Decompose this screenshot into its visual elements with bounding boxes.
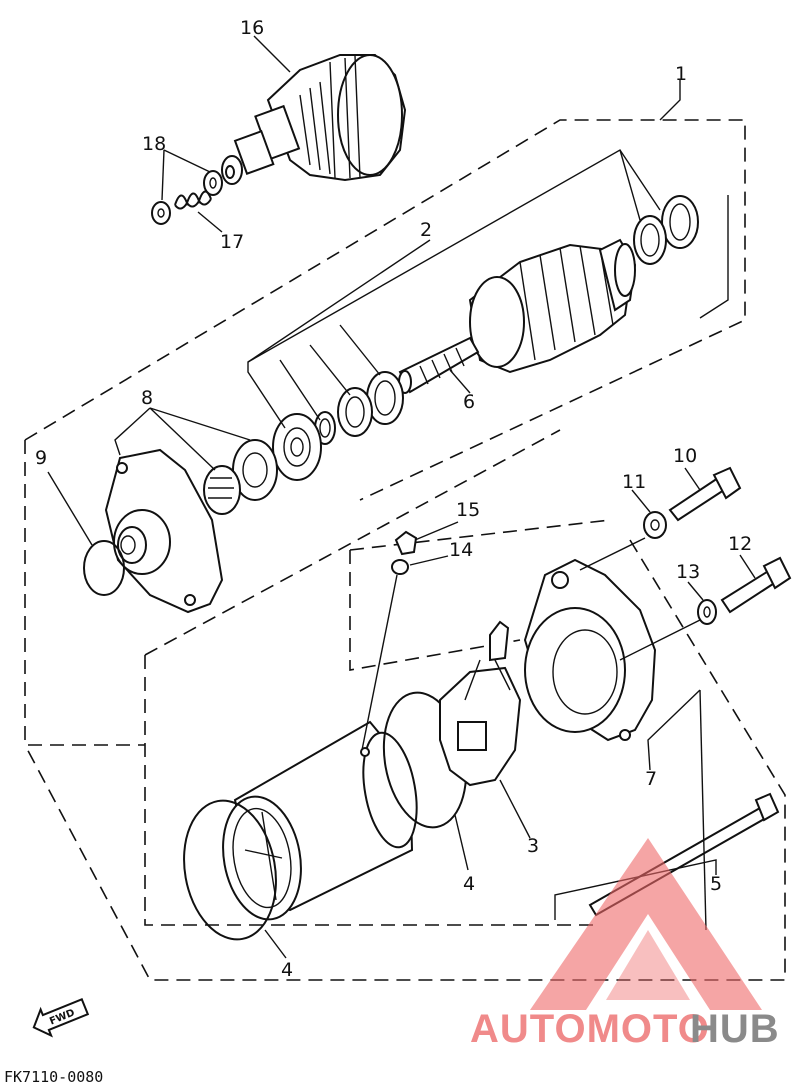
callout-labels: 1 2 3 4 4 5 6 7 8 9 10 11 12 13 14 15 16…	[35, 17, 752, 981]
callout-8: 8	[141, 387, 153, 409]
armature-washers-drawing	[314, 195, 699, 445]
callout-17: 17	[220, 231, 244, 253]
callout-7: 7	[645, 768, 657, 790]
callout-3: 3	[527, 835, 539, 857]
armature-drawing	[398, 238, 637, 394]
leader-lines	[47, 35, 756, 959]
watermark-logo	[530, 838, 762, 1010]
rear-cover-drawing	[523, 558, 657, 742]
starter-clutch-gear-drawing	[221, 54, 407, 185]
watermark-text-part2: HUB	[690, 1007, 780, 1051]
callout-4b: 4	[281, 959, 293, 981]
callout-10: 10	[673, 445, 697, 467]
front-cover-drawing	[104, 448, 224, 614]
callout-15: 15	[456, 499, 480, 521]
fwd-arrow-icon: FWD	[32, 998, 90, 1038]
watermark-text-part1: AUTOMOTO	[470, 1007, 710, 1051]
brush-holder-drawing	[439, 620, 522, 787]
callout-5: 5	[710, 873, 722, 895]
o-ring-drawing	[83, 540, 125, 596]
callout-13: 13	[676, 561, 700, 583]
o-ring-4-lower-drawing	[183, 799, 277, 941]
callout-2: 2	[420, 219, 432, 241]
callout-11: 11	[622, 471, 646, 493]
diagram-code: FK7110-0080	[4, 1068, 103, 1086]
callout-16: 16	[240, 17, 264, 39]
callout-14: 14	[449, 539, 473, 561]
callout-4a: 4	[463, 873, 475, 895]
watermark-triangle-icon	[530, 838, 762, 1010]
callout-1: 1	[675, 63, 687, 85]
washer-spring-drawing	[151, 170, 223, 225]
callout-6: 6	[463, 391, 475, 413]
bearing-drawing	[203, 413, 322, 515]
small-washers-drawing	[391, 511, 717, 625]
callout-9: 9	[35, 447, 47, 469]
callout-18: 18	[142, 133, 166, 155]
callout-12: 12	[728, 533, 752, 555]
yoke-drawing	[222, 720, 418, 921]
assembly-boundary	[24, 119, 786, 981]
